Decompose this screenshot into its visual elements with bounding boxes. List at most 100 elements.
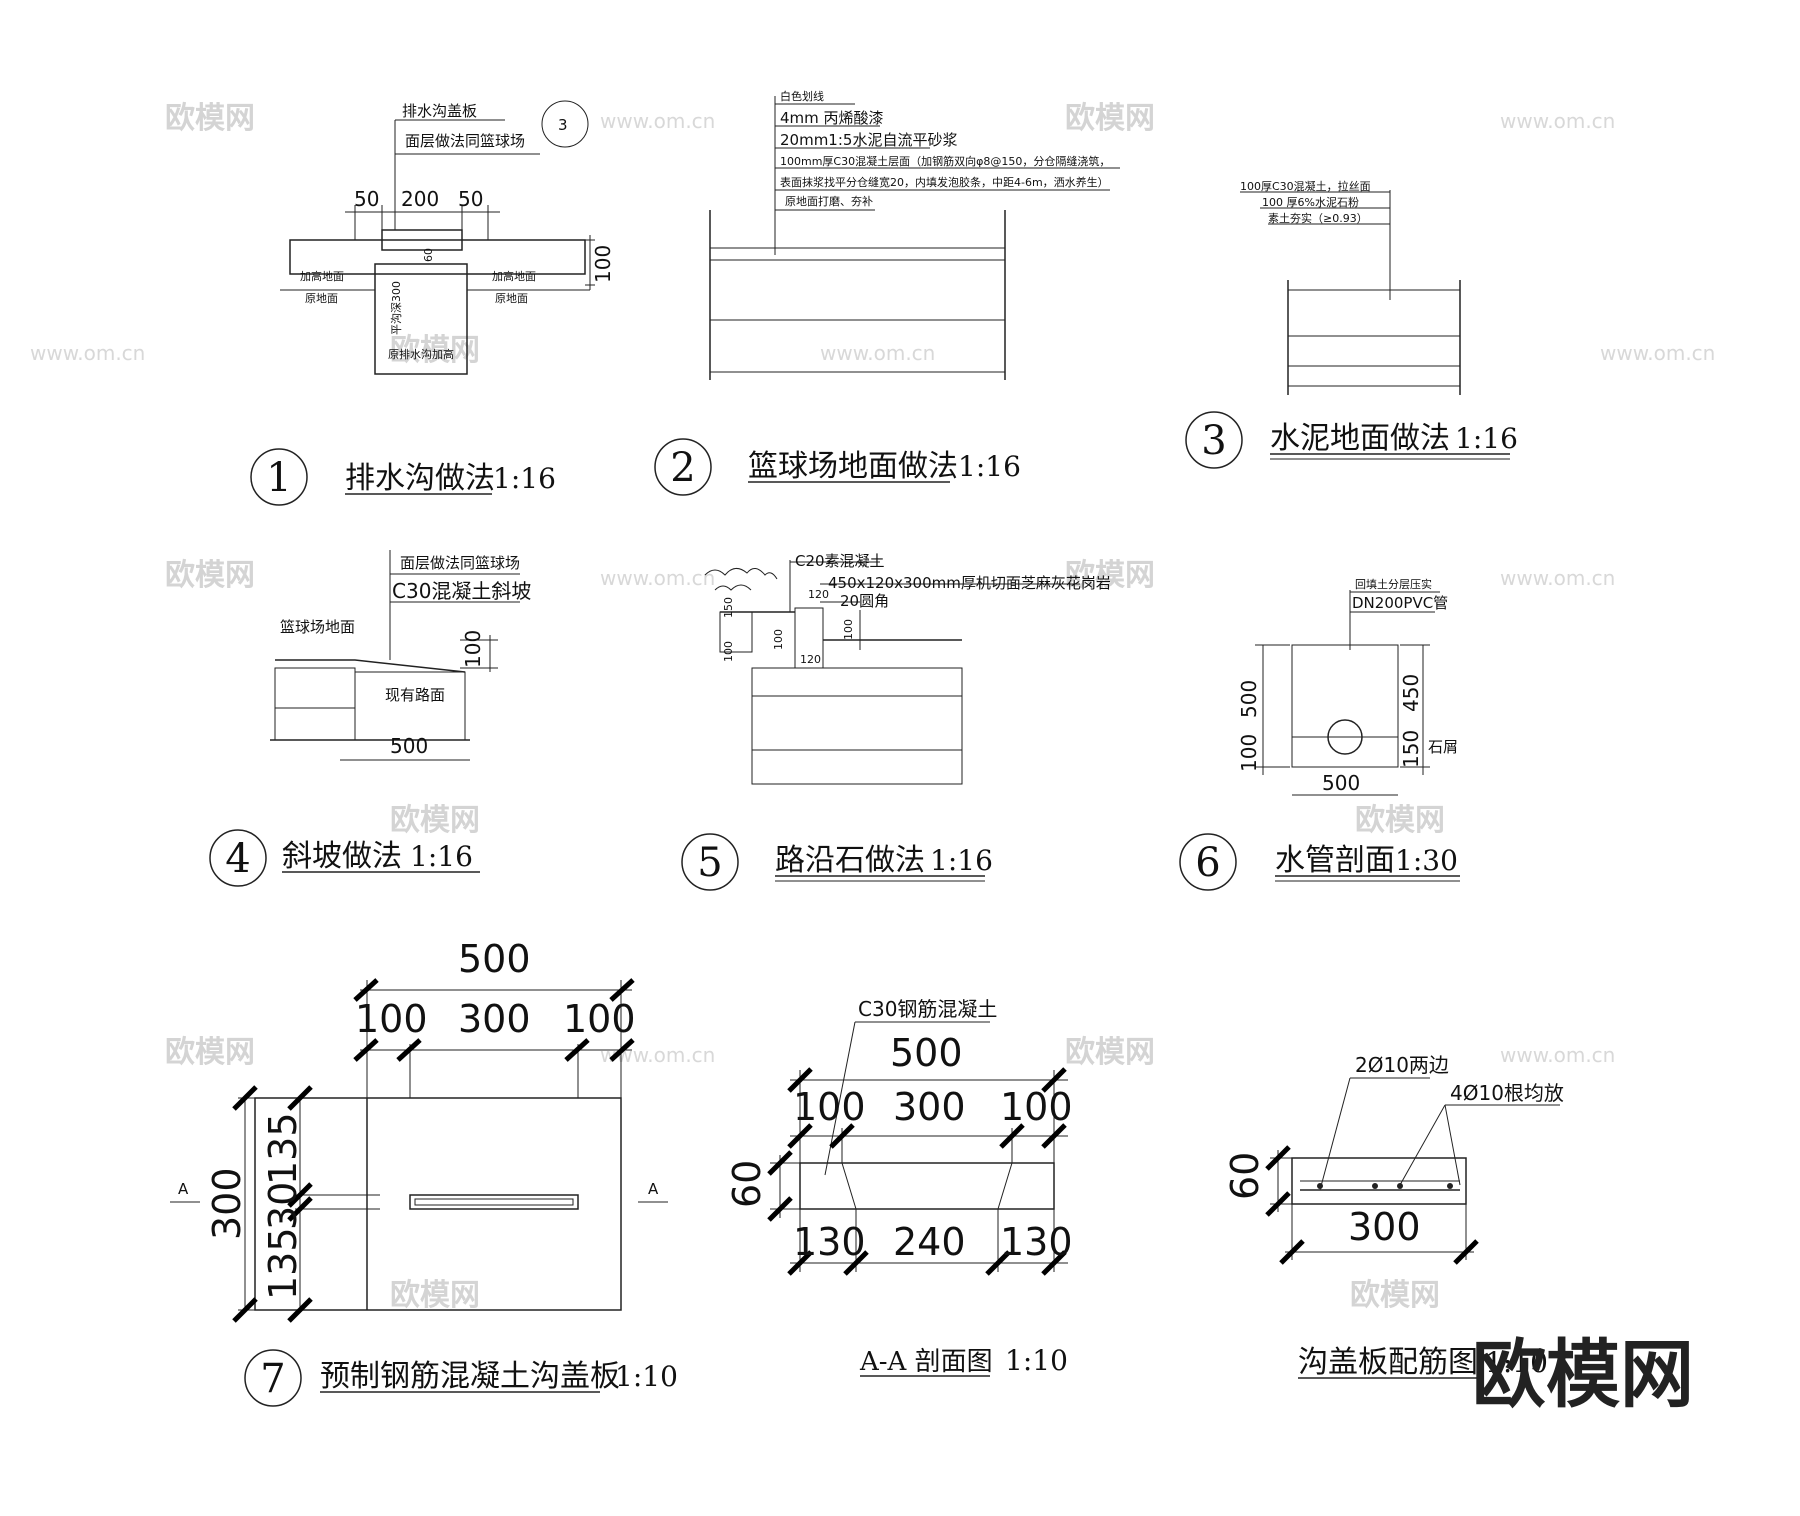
- title-6-name: 水管剖面: [1275, 843, 1395, 878]
- watermark-brand: 欧模网: [165, 1035, 255, 1070]
- title-2-name: 篮球场地面做法: [748, 449, 958, 484]
- title-aa-scale: 1:10: [1005, 1344, 1068, 1377]
- watermark-brand: 欧模网: [165, 558, 255, 593]
- detail-7-dim-left-1: 300: [205, 1167, 249, 1240]
- watermark-url: www.om.cn: [820, 341, 935, 365]
- detail-5-small-dim-5: 100: [722, 641, 735, 662]
- title-5-number: 5: [697, 840, 722, 886]
- watermark-brand: 欧模网: [1350, 1278, 1440, 1313]
- detail-3-callout-3: 素土夯实（≥0.93）: [1268, 211, 1368, 225]
- detail-1-label-5: 原排水沟加高: [388, 347, 454, 361]
- detail-7-section-mark-left: A: [178, 1180, 189, 1198]
- detail-4-callout-2: C30混凝土斜坡: [392, 579, 531, 603]
- detail-aa-dim-top-4: 100: [1000, 1085, 1073, 1129]
- detail-1-callout-1: 排水沟盖板: [402, 102, 477, 120]
- title-7-scale: 1:10: [615, 1360, 678, 1393]
- detail-6-dim-1: 500: [1237, 680, 1261, 718]
- detail-4-dim-2: 500: [390, 734, 428, 758]
- detail-aa-dim-bottom-2: 240: [893, 1220, 966, 1264]
- detail-rebar-dim-1: 60: [1223, 1152, 1267, 1200]
- watermark-brand: 欧模网: [1065, 558, 1155, 593]
- detail-1-label-6: 平沟深300: [390, 281, 403, 335]
- detail-4-callout-1: 面层做法同篮球场: [400, 554, 520, 572]
- watermark-url: www.om.cn: [1600, 341, 1715, 365]
- detail-rebar-dim-2: 300: [1348, 1205, 1421, 1249]
- detail-5-drawing: [704, 560, 1080, 785]
- title-4: 4 斜坡做法 1:16: [209, 829, 480, 887]
- detail-7-dim-top-2: 100: [355, 997, 428, 1041]
- detail-6-drawing: [1255, 590, 1440, 796]
- detail-2-callout-6: 原地面打磨、夯补: [785, 194, 873, 208]
- watermark-url: www.om.cn: [600, 566, 715, 590]
- detail-rebar-callout-2: 4Ø10根均放: [1450, 1081, 1564, 1105]
- detail-3-callout-1: 100厚C30混凝土，拉丝面: [1240, 179, 1371, 193]
- title-6-scale: 1:30: [1395, 844, 1458, 877]
- detail-aa-dim-top-1: 500: [890, 1031, 963, 1075]
- title-5-name: 路沿石做法: [775, 843, 925, 878]
- detail-6-callout-2: DN200PVC管: [1352, 594, 1448, 612]
- title-rebar-name: 沟盖板配筋图: [1298, 1345, 1478, 1380]
- title-2-scale: 1:16: [958, 450, 1021, 483]
- title-rebar: 沟盖板配筋图 1:10: [1298, 1345, 1548, 1380]
- detail-5-callout-3: 20圆角: [840, 592, 889, 610]
- detail-aa-dim-top-2: 100: [793, 1085, 866, 1129]
- title-1-name: 排水沟做法: [345, 461, 495, 496]
- detail-7-dim-top-1: 500: [458, 937, 531, 981]
- detail-7-dim-top-4: 100: [563, 997, 636, 1041]
- detail-6-dim-2: 100: [1237, 734, 1261, 772]
- detail-5-callout-1: C20素混凝土: [795, 552, 885, 570]
- title-4-name: 斜坡做法: [282, 839, 402, 874]
- detail-1-label-1: 加高地面: [300, 269, 344, 283]
- detail-6-dim-4: 150: [1399, 730, 1423, 768]
- detail-7-section-mark-right: A: [648, 1180, 659, 1198]
- title-3-number: 3: [1201, 418, 1226, 464]
- watermark-url: www.om.cn: [600, 109, 715, 133]
- title-1-scale: 1:16: [493, 462, 556, 495]
- title-4-scale: 1:16: [410, 840, 473, 873]
- watermark-brand: 欧模网: [1355, 803, 1445, 838]
- title-3-scale: 1:16: [1455, 422, 1518, 455]
- title-5: 5 路沿石做法 1:16: [681, 833, 993, 891]
- watermark-brand: 欧模网: [1065, 1035, 1155, 1070]
- detail-6-dim-5: 500: [1322, 771, 1360, 795]
- brand-logo: 欧模网: [1472, 1332, 1694, 1418]
- watermark-url: www.om.cn: [1500, 109, 1615, 133]
- detail-4-drawing: [270, 550, 520, 761]
- title-3: 3 水泥地面做法 1:16: [1185, 411, 1518, 469]
- detail-rebar-callout-1: 2Ø10两边: [1355, 1053, 1449, 1077]
- detail-6-dim-3: 450: [1399, 674, 1423, 712]
- detail-1-dim-1: 50: [354, 187, 379, 211]
- detail-1-dim-4: 100: [591, 245, 615, 283]
- title-rebar-scale: 1:10: [1485, 1346, 1548, 1379]
- detail-1-ref-mark: 3: [558, 116, 568, 134]
- detail-6-callout-1: 回填土分层压实: [1355, 577, 1432, 591]
- watermark-url: www.om.cn: [1500, 566, 1615, 590]
- title-7-number: 7: [260, 1356, 285, 1402]
- detail-7-dim-ticks: [232, 978, 635, 1323]
- detail-7-dim-left-2: 135: [261, 1112, 305, 1185]
- title-6: 6 水管剖面 1:30: [1179, 833, 1460, 891]
- detail-1-label-4: 原地面: [495, 292, 528, 305]
- detail-aa-dim-left-1: 60: [725, 1160, 769, 1208]
- detail-1-dim-2: 200: [401, 187, 439, 211]
- title-2: 2 篮球场地面做法 1:16: [654, 438, 1021, 496]
- detail-aa-callout-1: C30钢筋混凝土: [858, 997, 997, 1021]
- detail-3-drawing: [1240, 190, 1461, 395]
- detail-7-dim-left-4: 135: [261, 1227, 305, 1300]
- title-2-number: 2: [670, 445, 695, 491]
- detail-aa-dim-top-3: 300: [893, 1085, 966, 1129]
- detail-4-dim-1: 100: [461, 630, 485, 668]
- detail-7-dim-top-3: 300: [458, 997, 531, 1041]
- watermark-layer: 欧模网 www.om.cn 欧模网 www.om.cn 欧模网 www.om.cn 欧模网 w…: [30, 101, 1715, 1313]
- detail-1-callout-2: 面层做法同篮球场: [405, 132, 525, 150]
- title-1: 1 排水沟做法 1:16: [250, 448, 556, 506]
- title-7-name: 预制钢筋混凝土沟盖板: [320, 1359, 620, 1394]
- detail-1-label-2: 加高地面: [492, 269, 536, 283]
- detail-aa-dim-bottom-1: 130: [793, 1220, 866, 1264]
- watermark-brand: 欧模网: [390, 333, 480, 368]
- title-4-number: 4: [225, 836, 250, 882]
- watermark-brand: 欧模网: [390, 803, 480, 838]
- detail-6-label-1: 石屑: [1428, 738, 1458, 756]
- watermark-brand: 欧模网: [1065, 101, 1155, 136]
